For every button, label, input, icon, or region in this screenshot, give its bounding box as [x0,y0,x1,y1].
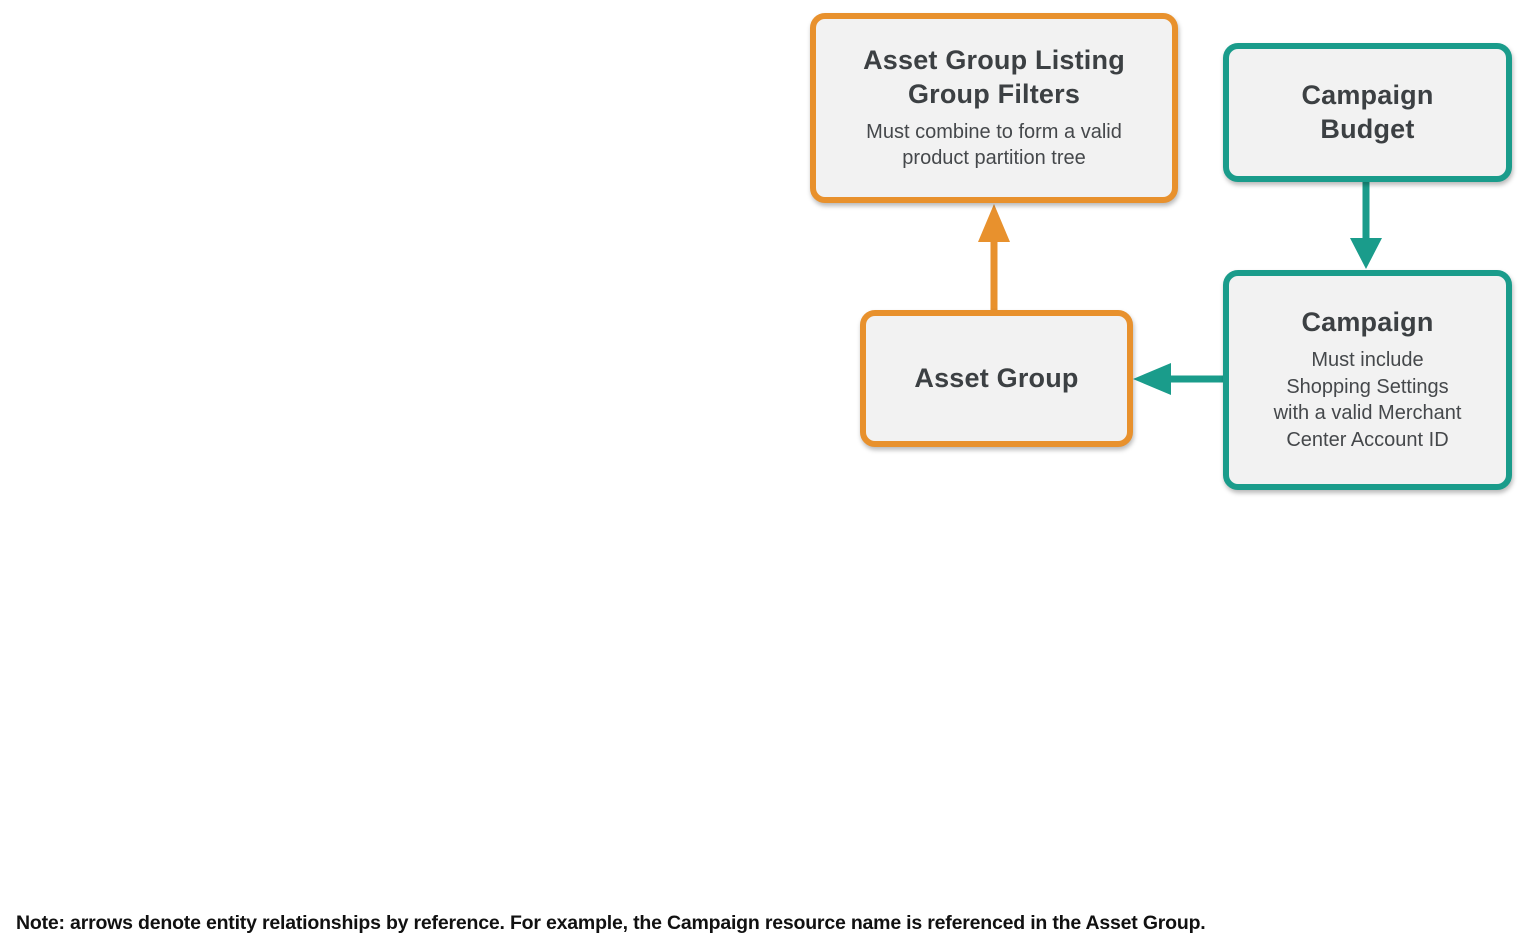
node-subtitle: Must include Shopping Settings with a va… [1273,349,1462,451]
node-asset-group-listing-group-filters: Asset Group Listing Group Filters Must c… [810,13,1178,203]
arrow-campaign-to-asset-group [1133,363,1224,395]
node-title: Asset Group [914,362,1079,393]
node-title: Asset Group Listing Group Filters [863,45,1125,109]
node-title: Campaign Budget [1301,79,1434,144]
footnote: Note: arrows denote entity relationships… [16,912,1206,934]
node-title: Campaign [1301,307,1434,338]
node-asset-group: Asset Group [860,310,1133,447]
arrow-campaign-budget-to-campaign [1350,181,1382,269]
arrow-asset-group-to-listing-filters [978,204,1010,312]
node-campaign: Campaign Must include Shopping Settings … [1223,270,1512,490]
node-subtitle: Must combine to form a valid product par… [866,120,1122,170]
node-campaign-budget: Campaign Budget [1223,43,1512,182]
